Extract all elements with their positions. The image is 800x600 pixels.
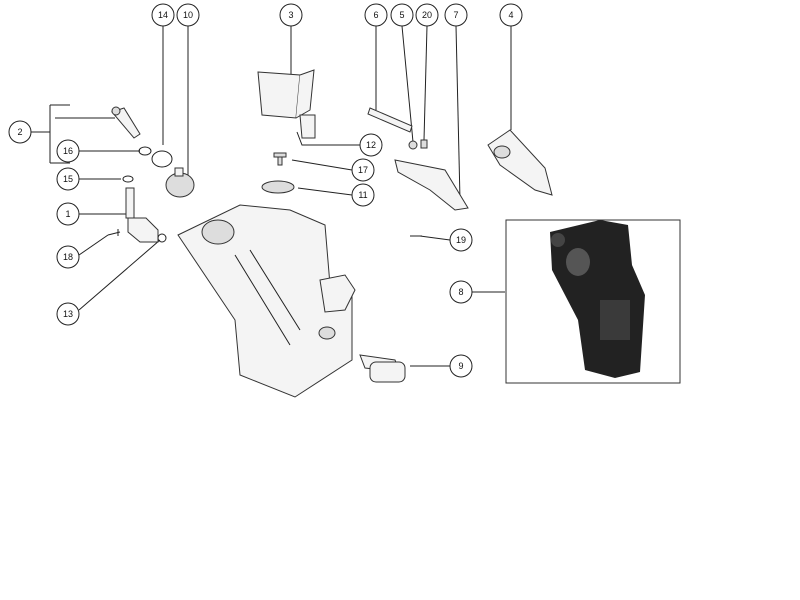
part-9-handle [359,354,406,383]
svg-text:1: 1 [65,209,70,219]
callout-3: 3 [279,3,303,27]
svg-text:5: 5 [399,10,404,20]
callout-11: 11 [351,183,375,207]
callout-20: 20 [415,3,439,27]
svg-text:2: 2 [17,127,22,137]
part-20-pin [420,139,428,149]
callout-13: 13 [56,302,80,326]
svg-text:8: 8 [458,287,463,297]
svg-text:14: 14 [158,10,168,20]
svg-text:13: 13 [63,309,73,319]
svg-text:7: 7 [453,10,458,20]
svg-text:19: 19 [456,235,466,245]
callout-18: 18 [56,245,80,269]
part-15-washer [122,175,134,183]
svg-text:12: 12 [366,140,376,150]
part-3-hopper [257,69,316,139]
callout-9: 9 [449,354,473,378]
svg-text:10: 10 [183,10,193,20]
part-7-bracket [394,159,469,211]
part-14-ring [151,150,173,168]
callout-4: 4 [499,3,523,27]
svg-text:11: 11 [358,190,367,200]
part-8-photo [505,219,681,384]
callout-14: 14 [151,3,175,27]
callout-8: 8 [449,280,473,304]
part-18-screw [107,229,121,236]
svg-text:3: 3 [288,10,293,20]
callout-17: 17 [351,158,375,182]
part-1-valve [125,187,159,243]
callout-1: 1 [56,202,80,226]
part-5-spring [408,140,418,150]
part-11-filter-disc [261,180,295,194]
callout-5: 5 [390,3,414,27]
svg-text:6: 6 [373,10,378,20]
svg-text:17: 17 [358,165,368,175]
part-13-oring [157,233,167,243]
part-6-lever [367,107,413,133]
callout-6: 6 [364,3,388,27]
callout-2: 2 [8,120,32,144]
svg-text:18: 18 [63,252,73,262]
callout-19: 19 [449,228,473,252]
leader-lines [31,25,512,367]
callout-16: 16 [56,139,80,163]
part-10-filter-disc [165,167,195,198]
callout-7: 7 [444,3,468,27]
part-2-shaft [111,106,141,139]
svg-text:4: 4 [508,10,513,20]
callouts: 14 10 3 6 5 20 7 4 2 16 15 1 18 13 12 17… [8,3,523,378]
callout-12: 12 [359,133,383,157]
svg-text:20: 20 [422,10,432,20]
svg-text:16: 16 [63,146,73,156]
main-frame [177,204,356,398]
part-4-housing [487,129,553,196]
part-16-oring [138,146,152,156]
part-17-screw [273,152,287,166]
svg-text:15: 15 [63,174,73,184]
callout-15: 15 [56,167,80,191]
callout-10: 10 [176,3,200,27]
svg-text:9: 9 [458,361,463,371]
